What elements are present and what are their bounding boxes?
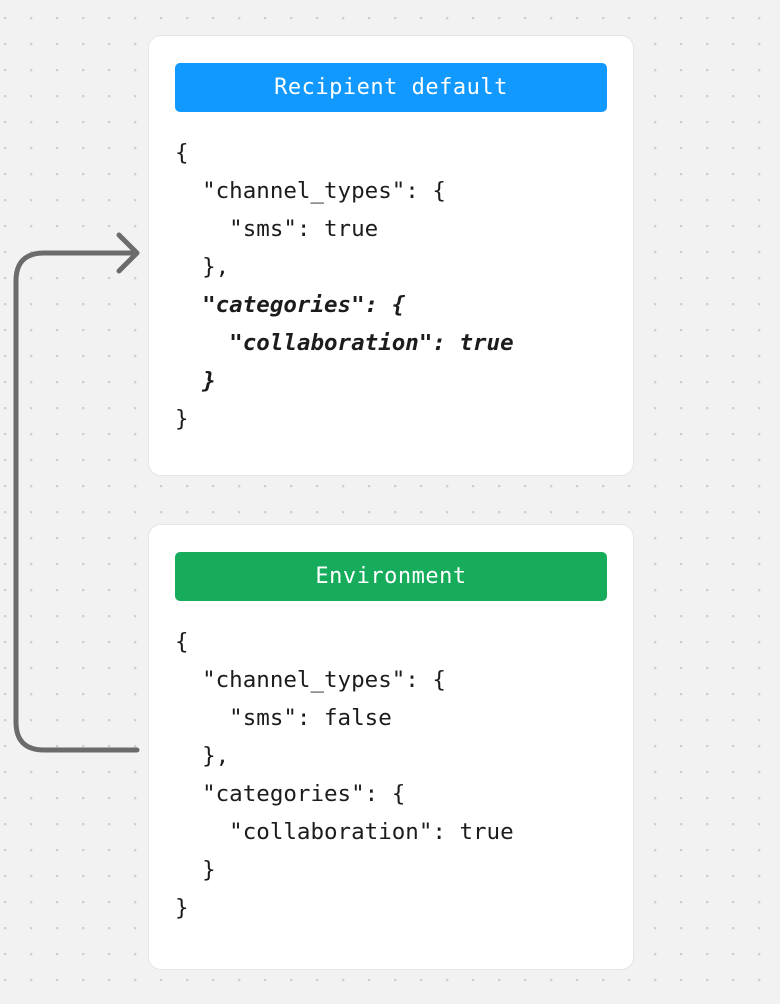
- card-recipient-default: Recipient default { "channel_types": { "…: [148, 35, 634, 476]
- card-environment: Environment { "channel_types": { "sms": …: [148, 524, 634, 970]
- arrow-connector-line: [13, 250, 140, 753]
- code-line: "channel_types": {: [175, 667, 446, 693]
- code-line: "categories": {: [175, 292, 406, 318]
- code-line: },: [175, 254, 230, 280]
- code-line: }: [175, 406, 189, 432]
- code-line: "categories": {: [175, 781, 406, 807]
- json-code-block-recipient-default: { "channel_types": { "sms": true }, "cat…: [175, 134, 607, 438]
- code-line: {: [175, 140, 189, 166]
- card-title-environment: Environment: [315, 564, 467, 589]
- code-line: },: [175, 743, 230, 769]
- code-line: {: [175, 629, 189, 655]
- code-line: "collaboration": true: [175, 330, 514, 356]
- card-header-recipient-default: Recipient default: [175, 63, 607, 112]
- code-line: "sms": true: [175, 216, 379, 242]
- arrow-head-icon: [116, 232, 140, 274]
- code-line: "collaboration": true: [175, 819, 514, 845]
- json-code-block-environment: { "channel_types": { "sms": false }, "ca…: [175, 623, 607, 927]
- card-header-environment: Environment: [175, 552, 607, 601]
- code-line: }: [175, 895, 189, 921]
- code-line: }: [175, 857, 216, 883]
- code-line: "sms": false: [175, 705, 392, 731]
- code-line: "channel_types": {: [175, 178, 446, 204]
- card-title-recipient-default: Recipient default: [274, 75, 508, 100]
- code-line: }: [175, 368, 216, 394]
